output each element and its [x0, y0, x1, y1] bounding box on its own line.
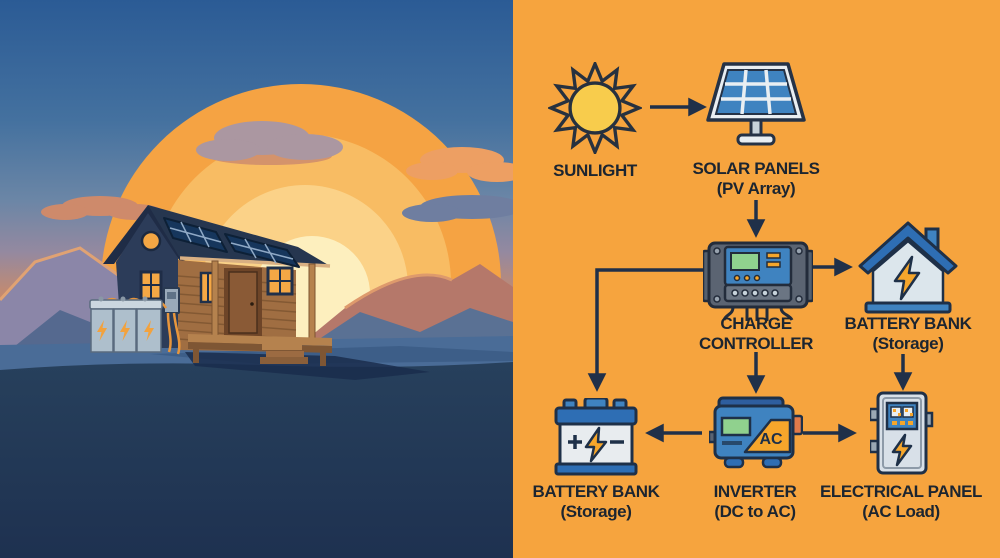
scene-canvas [0, 0, 513, 558]
arrow-sunlight-to-panels [650, 97, 707, 117]
label-line: (DC to AC) [714, 502, 796, 521]
gable-window [139, 270, 163, 301]
arrow-controller-to-inverter [746, 352, 766, 394]
label-line: (Storage) [872, 334, 944, 353]
porch-steps [260, 344, 308, 364]
label-battery-bank: BATTERY BANK (Storage) [508, 482, 684, 522]
ground [0, 362, 513, 558]
charge-controller-icon [703, 241, 813, 321]
sunset-cabin-illustration [0, 0, 513, 558]
battery-icon [554, 398, 638, 476]
electrical-panel-icon [870, 391, 934, 475]
house-bolt [893, 255, 921, 301]
cloud-mid [196, 121, 343, 165]
cabin-door [224, 268, 262, 337]
roof-solar-array [163, 217, 300, 268]
cabin [100, 205, 332, 366]
inverter-icon: AC [709, 396, 803, 469]
yard-battery-bank [89, 296, 163, 353]
arrow-panels-to-controller [746, 200, 766, 238]
arrow-inverter-to-elecpanel [803, 423, 857, 443]
label-line: INVERTER [713, 482, 797, 501]
diagram-connectors [587, 97, 913, 443]
cabin-shadow [185, 352, 430, 380]
round-window [140, 230, 162, 252]
label-sunlight: SUNLIGHT [507, 161, 683, 181]
label-line: ELECTRICAL PANEL [819, 482, 983, 501]
arrow-controller-to-house [811, 257, 853, 277]
label-electrical-panel: ELECTRICAL PANEL (AC Load) [813, 482, 989, 522]
label-line: (PV Array) [716, 179, 796, 198]
inverter-ac-label: AC [759, 431, 783, 448]
label-line: (AC Load) [862, 502, 940, 521]
house-bolt-icon [858, 221, 958, 314]
porch-window-right [266, 266, 294, 296]
label-line: BATTERY BANK [532, 482, 660, 501]
cloud-right [402, 147, 513, 222]
label-inverter: INVERTER (DC to AC) [667, 482, 843, 522]
label-battery-bank-house: BATTERY BANK (Storage) [820, 314, 996, 354]
label-line: CHARGE [720, 314, 792, 333]
solar-panel-icon [706, 62, 806, 146]
battery-plus [568, 435, 582, 449]
sun-icon [548, 62, 642, 154]
label-line: CONTROLLER [698, 334, 814, 353]
label-solar-panels: SOLAR PANELS (PV Array) [668, 159, 844, 199]
arrow-inverter-to-battery [645, 423, 702, 443]
utility-box [163, 287, 180, 314]
label-charge-controller: CHARGE CONTROLLER [668, 314, 844, 354]
panel-bolt [891, 433, 913, 467]
battery-bolt [584, 426, 608, 463]
label-line: SUNLIGHT [553, 161, 637, 180]
label-line: SOLAR PANELS [692, 159, 820, 178]
label-line: (Storage) [560, 502, 632, 521]
arrow-house-to-elecpanel [893, 354, 913, 391]
battery-bolt-icons [97, 320, 154, 341]
solar-flow-diagram: AC SUNLIGHT SOLAR PANELS (PV [513, 0, 1000, 558]
arrow-controller-to-battery-elbow [587, 268, 711, 392]
controller-wires [722, 306, 794, 321]
label-line: BATTERY BANK [844, 314, 972, 333]
